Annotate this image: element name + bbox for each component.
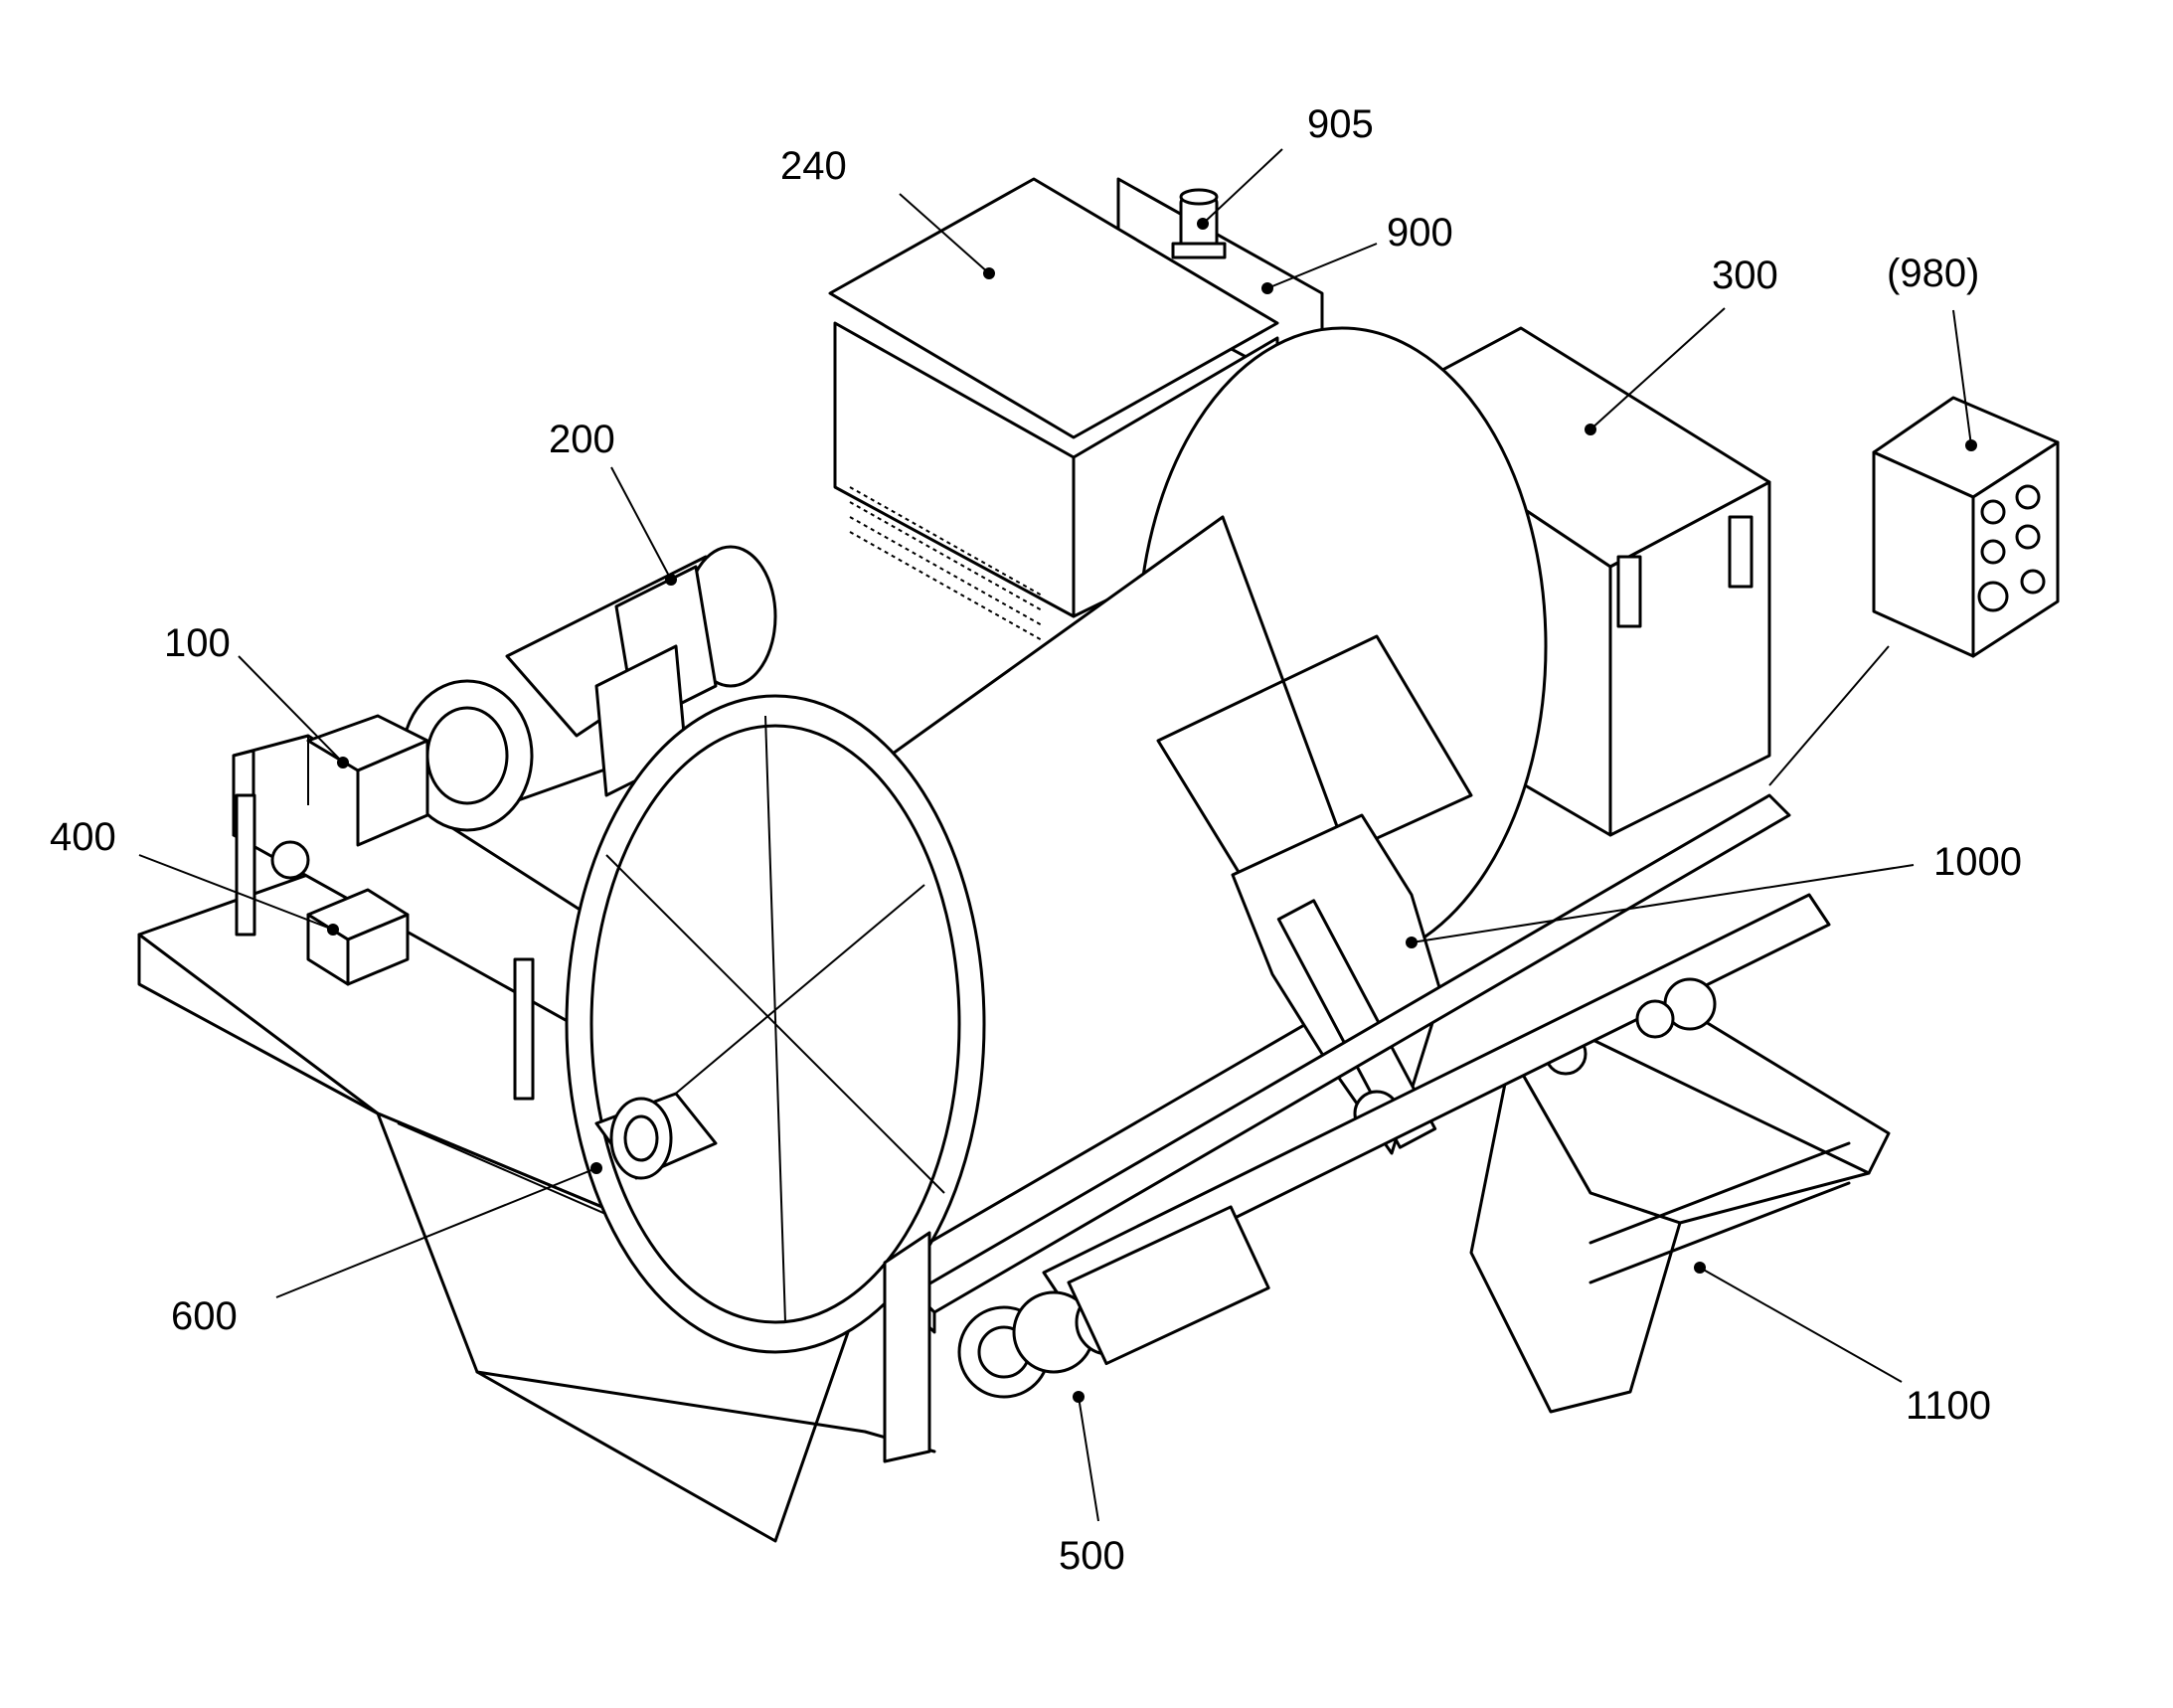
leader-dot-300 [1585, 424, 1596, 435]
remote-control-box [1872, 396, 2060, 658]
leader-240 [899, 193, 990, 274]
motor [401, 545, 777, 832]
leader-905 [1202, 148, 1283, 225]
label-100: 100 [164, 621, 231, 665]
label-980: (980) [1887, 252, 1979, 295]
label-400: 400 [50, 815, 116, 859]
label-900: 900 [1387, 211, 1453, 255]
level-wind-guide [1231, 813, 1891, 1414]
label-500: 500 [1059, 1534, 1125, 1578]
leader-lines [138, 148, 1977, 1522]
leader-dot-600 [590, 1162, 602, 1174]
leader-1000 [1411, 864, 1915, 943]
front-rails [883, 793, 1831, 1463]
leader-dot-500 [1073, 1391, 1085, 1403]
label-300: 300 [1712, 254, 1778, 297]
leader-400 [138, 854, 334, 931]
leader-200 [610, 466, 672, 581]
leader-900 [1266, 243, 1378, 289]
leader-dot-980 [1965, 439, 1977, 451]
leader-dot-900 [1261, 282, 1273, 294]
leader-980-cable [1768, 645, 1890, 786]
leader-dot-1000 [1406, 937, 1418, 948]
leader-dot-905 [1197, 218, 1209, 230]
limit-switch [270, 840, 410, 986]
vent-grille [849, 486, 1045, 642]
bearing-block [594, 1092, 718, 1180]
sprocket-drive [957, 977, 1717, 1399]
leader-dot-1100 [1694, 1262, 1706, 1274]
cable-drum [565, 326, 1548, 1354]
leader-dot-240 [983, 267, 995, 279]
label-200: 200 [549, 418, 615, 461]
label-240: 240 [780, 144, 847, 188]
label-1000: 1000 [1933, 840, 2022, 884]
leader-980 [1952, 309, 1972, 446]
label-600: 600 [171, 1294, 238, 1338]
label-1100: 1100 [1906, 1384, 1991, 1428]
reference-labels: 240 905 900 300 (980) 200 100 400 1000 6… [50, 102, 2022, 1578]
leader-100 [238, 655, 344, 764]
leader-1100 [1699, 1267, 1903, 1383]
leader-dot-400 [327, 924, 339, 936]
leader-600 [275, 1167, 597, 1298]
leader-500 [1078, 1396, 1099, 1522]
leader-dot-100 [337, 757, 349, 769]
leader-dot-200 [665, 574, 677, 586]
leader-300 [1589, 307, 1726, 430]
label-905: 905 [1307, 102, 1374, 146]
